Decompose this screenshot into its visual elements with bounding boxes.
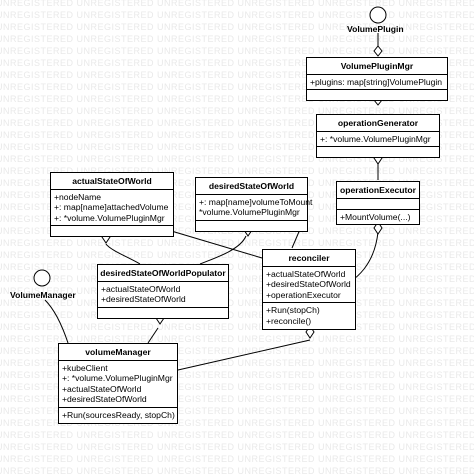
class-name: desiredStateOfWorldPopulator [98, 265, 228, 282]
operation-row: +MountVolume(...) [340, 211, 411, 222]
attribute-row: +desiredStateOfWorld [101, 294, 186, 305]
volume-plugin-actor-icon [369, 6, 387, 24]
attribute-row: +desiredStateOfWorld [266, 279, 351, 290]
actual-state-of-world-class[interactable]: actualStateOfWorld+nodeName+: map[name]a… [50, 172, 174, 238]
volume-plugin-actor-label: VolumePlugin [347, 24, 404, 34]
attribute-row: +: *volume.VolumePluginMgr [54, 212, 165, 223]
class-name: desiredStateOfWorld [196, 178, 307, 195]
volume-manager-actor-label: VolumeManager [10, 290, 76, 300]
attribute-row: +: map[name]attachedVolume [54, 202, 169, 213]
attribute-row: +actualStateOfWorld [62, 383, 142, 394]
reconciler-manager-line [177, 339, 311, 371]
attribute-row: +nodeName [54, 191, 102, 202]
class-name: reconciler [263, 250, 355, 267]
operations-compartment [51, 225, 173, 236]
operation-row: +Run(stopCh) [266, 305, 320, 316]
operation-generator-class[interactable]: operationGenerator+: *volume.VolumePlugi… [316, 114, 440, 159]
attributes-compartment: +: map[name]volumeToMount*volume.VolumeP… [196, 195, 313, 220]
operation-executor-class[interactable]: operationExecutor +MountVolume(...) [336, 181, 420, 226]
class-name: VolumePluginMgr [307, 58, 447, 75]
plugin-mgr-diamond [373, 45, 383, 57]
reconciler-class[interactable]: reconciler+actualStateOfWorld+desiredSta… [262, 249, 356, 330]
attributes-compartment: +actualStateOfWorld+desiredStateOfWorld+… [263, 267, 355, 303]
desired-state-of-world-populator-class[interactable]: desiredStateOfWorldPopulator+actualState… [97, 264, 229, 319]
attribute-row: +: *volume.VolumePluginMgr [320, 133, 431, 144]
attribute-row: *volume.VolumePluginMgr [199, 207, 300, 218]
operations-compartment [317, 146, 439, 157]
class-name: operationGenerator [317, 115, 439, 132]
operations-compartment: +Run(stopCh)+reconcile() [263, 302, 355, 328]
volume-plugin-mgr-class[interactable]: VolumePluginMgr+plugins: map[string]Volu… [306, 57, 448, 102]
operations-compartment [307, 89, 447, 100]
class-name: operationExecutor [337, 182, 419, 199]
class-name: actualStateOfWorld [51, 173, 173, 190]
volume-manager-class[interactable]: volumeManager+kubeClient+: *volume.Volum… [58, 343, 178, 424]
attribute-row: +actualStateOfWorld [266, 268, 346, 279]
desired-state-of-world-class[interactable]: desiredStateOfWorld+: map[name]volumeToM… [195, 177, 313, 232]
attributes-compartment: +nodeName+: map[name]attachedVolume+: *v… [51, 190, 173, 226]
volume-manager-actor-icon [33, 269, 51, 287]
asw-reconciler-line [167, 229, 263, 259]
attribute-row: +plugins: map[string]VolumePlugin [310, 76, 443, 87]
operations-compartment: +MountVolume(...) [337, 208, 419, 225]
attributes-compartment: +: *volume.VolumePluginMgr [317, 132, 439, 147]
attributes-compartment [337, 199, 419, 209]
class-name: volumeManager [59, 344, 177, 361]
operations-compartment [98, 306, 228, 318]
attributes-compartment: +actualStateOfWorld+desiredStateOfWorld [98, 282, 228, 307]
dsw-populator-line [199, 235, 247, 265]
populator-manager-line [147, 327, 159, 344]
operations-compartment [196, 219, 307, 231]
operations-compartment: +Run(sourcesReady, stopCh) [59, 406, 177, 423]
operation-row: +Run(sourcesReady, stopCh) [62, 409, 175, 420]
attribute-row: +desiredStateOfWorld [62, 394, 147, 405]
asw-populator-line [105, 243, 141, 265]
attribute-row: +: *volume.VolumePluginMgr [62, 373, 173, 384]
operation-row: +reconcile() [266, 315, 312, 326]
attribute-row: +operationExecutor [266, 289, 341, 300]
manager-actor-line [44, 299, 69, 344]
attribute-row: +: map[name]volumeToMount [199, 196, 313, 207]
attribute-row: +actualStateOfWorld [101, 283, 181, 294]
attribute-row: +kubeClient [62, 362, 108, 373]
attributes-compartment: +kubeClient+: *volume.VolumePluginMgr+ac… [59, 361, 177, 407]
attributes-compartment: +plugins: map[string]VolumePlugin [307, 75, 447, 90]
